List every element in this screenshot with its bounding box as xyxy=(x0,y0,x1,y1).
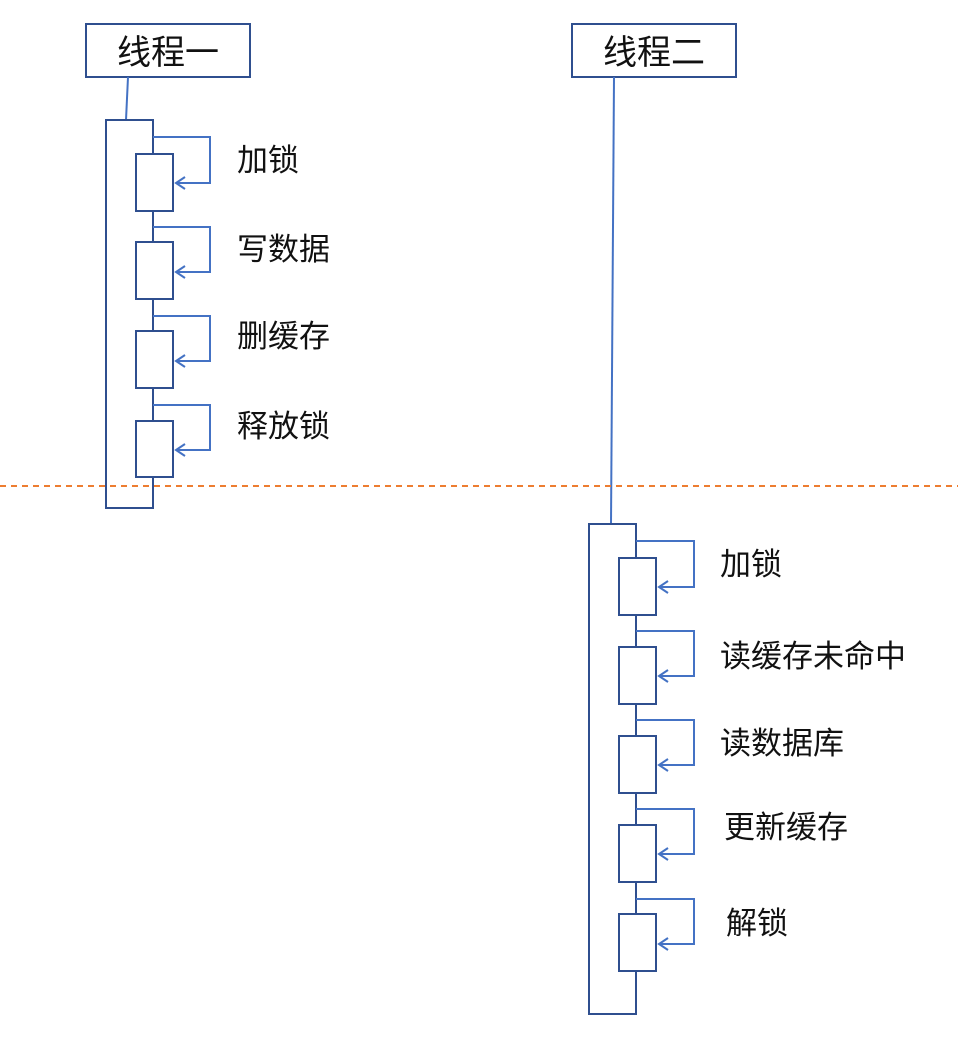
arrowhead-icon xyxy=(657,669,669,683)
self-call-arrow xyxy=(636,808,695,855)
thread2-step-1: 加锁 xyxy=(618,540,782,616)
thread1-step-2: 写数据 xyxy=(135,226,330,300)
arrowhead-icon xyxy=(657,937,669,951)
arrowhead-icon xyxy=(174,176,186,190)
self-call-arrow xyxy=(636,719,695,766)
thread1-step-4: 释放锁 xyxy=(135,404,330,478)
self-call-arrow xyxy=(153,136,211,184)
thread2-step-5: 解锁 xyxy=(618,898,788,972)
self-call-arrow xyxy=(636,540,695,588)
thread1-lifeline xyxy=(125,76,129,121)
arrowhead-icon xyxy=(657,847,669,861)
thread2-title: 线程二 xyxy=(603,33,705,73)
thread2-step-3: 读数据库 xyxy=(618,719,844,794)
arrowhead-icon xyxy=(657,758,669,772)
thread2-lifeline xyxy=(610,76,615,525)
step-box xyxy=(135,241,174,300)
arrowhead-icon xyxy=(174,354,186,368)
thread2-header-box xyxy=(571,23,737,78)
arrowhead-icon xyxy=(174,265,186,279)
thread1-header-box xyxy=(85,23,251,78)
step-box xyxy=(618,557,657,616)
self-call-arrow xyxy=(153,226,211,273)
thread2-lane: 线程二 加锁 读缓存未命中 读数据库 更新缓存 xyxy=(571,23,906,1015)
step-label: 写数据 xyxy=(237,232,330,268)
step-label: 加锁 xyxy=(720,547,782,583)
step-label: 释放锁 xyxy=(237,409,330,445)
step-box xyxy=(618,735,657,794)
self-call-arrow xyxy=(636,898,695,945)
step-box xyxy=(618,913,657,972)
step-label: 加锁 xyxy=(237,143,299,179)
step-label: 解锁 xyxy=(726,906,788,942)
step-box xyxy=(135,420,174,478)
step-label: 读数据库 xyxy=(720,726,844,762)
step-box xyxy=(135,330,174,389)
thread1-step-1: 加锁 xyxy=(135,136,299,212)
thread2-step-4: 更新缓存 xyxy=(618,808,848,883)
thread1-step-3: 删缓存 xyxy=(135,315,330,389)
step-label: 更新缓存 xyxy=(724,810,848,846)
self-call-arrow xyxy=(153,404,211,451)
thread1-lane: 线程一 加锁 写数据 删缓存 释放锁 xyxy=(85,23,330,509)
self-call-arrow xyxy=(153,315,211,362)
thread1-title: 线程一 xyxy=(117,33,219,73)
arrowhead-icon xyxy=(174,443,186,457)
step-box xyxy=(618,646,657,705)
self-call-arrow xyxy=(636,630,695,677)
step-label: 读缓存未命中 xyxy=(720,639,906,675)
step-box xyxy=(135,153,174,212)
arrowhead-icon xyxy=(657,580,669,594)
step-label: 删缓存 xyxy=(237,319,330,355)
step-box xyxy=(618,824,657,883)
thread2-step-2: 读缓存未命中 xyxy=(618,630,906,705)
